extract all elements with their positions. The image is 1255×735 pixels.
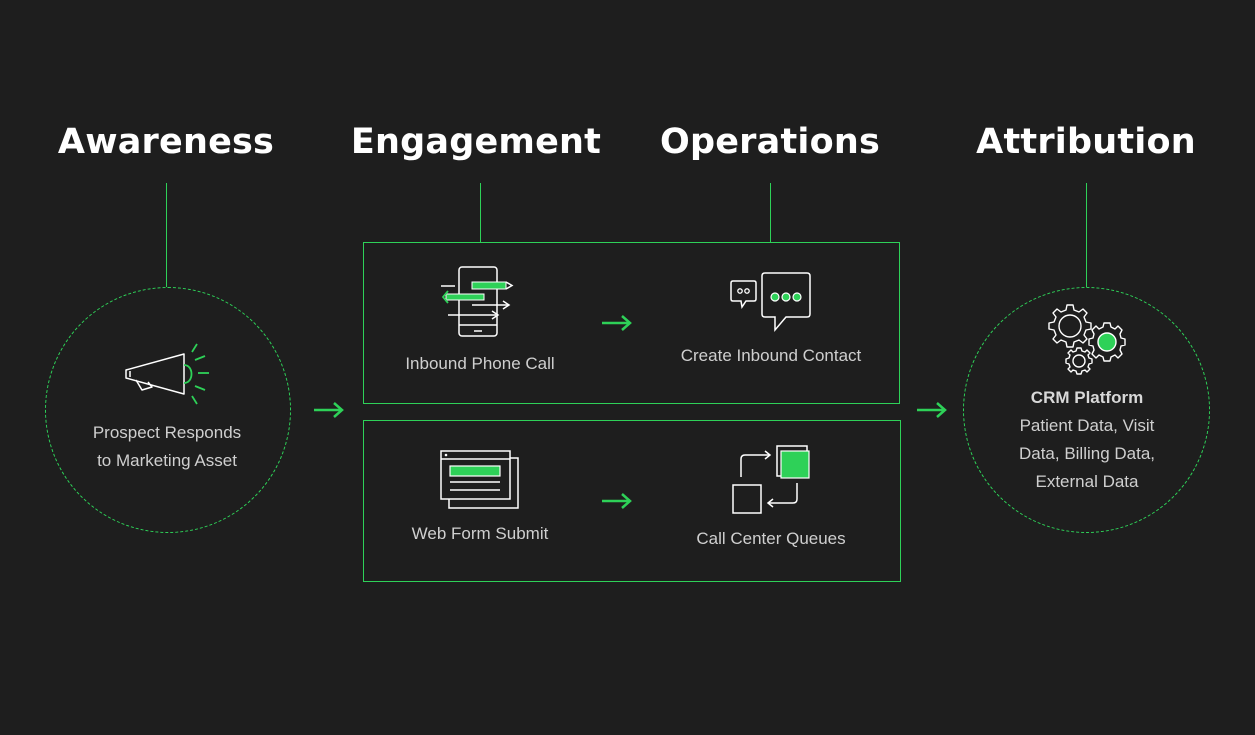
attribution-label: CRM Platform Patient Data, Visit Data, B…	[1019, 384, 1155, 496]
phone-icon	[440, 266, 516, 338]
engagement-operations-box-bottom	[363, 420, 901, 582]
gears-icon	[1046, 303, 1126, 377]
awareness-label: Prospect Responds to Marketing Asset	[92, 423, 242, 470]
heading-operations: Operations	[660, 122, 880, 162]
arrow-right-icon	[916, 401, 948, 419]
connector-attribution	[1086, 183, 1087, 287]
step-create-inbound-contact: Create Inbound Contact	[680, 346, 862, 365]
arrow-right-icon	[601, 314, 633, 332]
engagement-operations-box-top	[363, 242, 900, 404]
heading-attribution: Attribution	[976, 122, 1196, 162]
step-web-form-submit: Web Form Submit	[411, 524, 549, 543]
arrow-right-icon	[313, 401, 345, 419]
connector-operations	[770, 183, 771, 242]
step-inbound-phone-call: Inbound Phone Call	[405, 354, 555, 373]
attribution-label-text: Patient Data, Visit Data, Billing Data, …	[1018, 416, 1156, 491]
attribution-label-bold: CRM Platform	[1030, 388, 1144, 407]
connector-engagement	[480, 183, 481, 242]
connector-awareness	[166, 183, 167, 287]
heading-engagement: Engagement	[350, 122, 602, 162]
awareness-circle	[45, 287, 291, 533]
queue-icon	[731, 443, 813, 517]
web-form-icon	[440, 450, 522, 512]
arrow-right-icon	[601, 492, 633, 510]
heading-awareness: Awareness	[57, 122, 275, 162]
attribution-circle	[963, 287, 1210, 533]
step-call-center-queues: Call Center Queues	[696, 529, 846, 548]
chat-icon	[730, 272, 812, 334]
megaphone-icon	[122, 340, 214, 410]
